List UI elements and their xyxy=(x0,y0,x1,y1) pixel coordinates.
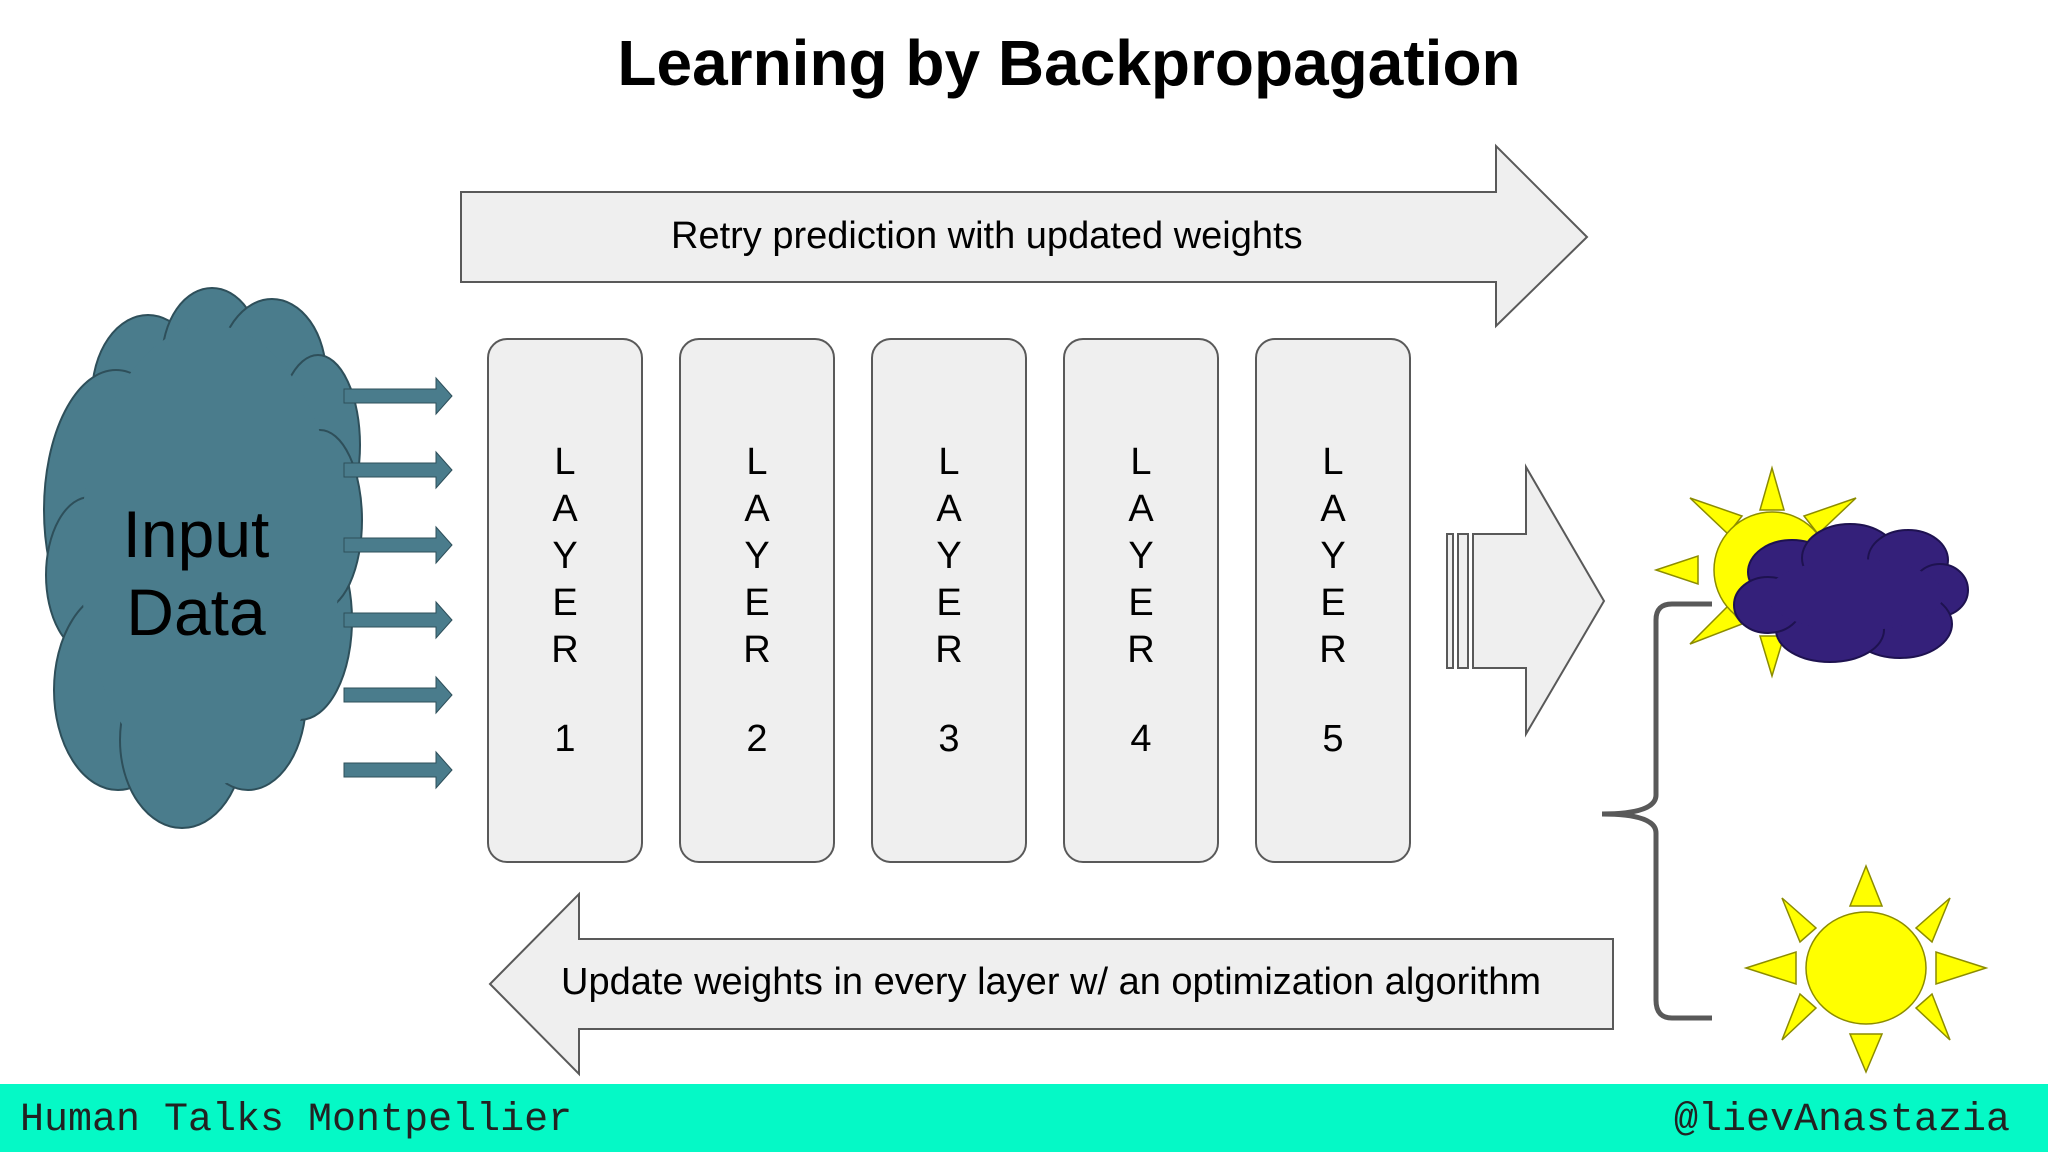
layer-letter: A xyxy=(1320,488,1346,530)
layer-letters: L A Y E R xyxy=(489,439,641,674)
layer-number: 2 xyxy=(746,718,768,760)
layer-letter: L xyxy=(1322,441,1344,483)
layer-letter: R xyxy=(743,629,771,671)
layer-letter: A xyxy=(744,488,770,530)
layer-letter: A xyxy=(1128,488,1154,530)
layer-letter: E xyxy=(552,582,578,624)
layer-box-3: L A Y E R 3 xyxy=(871,338,1027,863)
footer-event-name: Human Talks Montpellier xyxy=(20,1098,573,1143)
layer-letter: E xyxy=(1320,582,1346,624)
layer-number: 4 xyxy=(1130,718,1152,760)
layer-letter: R xyxy=(935,629,963,671)
curly-brace xyxy=(1601,601,1712,1021)
input-cloud xyxy=(43,287,363,829)
layer-letters: L A Y E R xyxy=(1257,439,1409,674)
forward-arrow-label: Retry prediction with updated weights xyxy=(671,215,1303,257)
footer-bar: Human Talks Montpellier @lievAnastazia xyxy=(0,1084,2048,1152)
layer-letter: Y xyxy=(552,535,578,577)
layer-letter: E xyxy=(744,582,770,624)
backward-arrow xyxy=(488,891,1614,1077)
layer-box-2: L A Y E R 2 xyxy=(679,338,835,863)
output-arrow xyxy=(1446,463,1606,738)
layer-letter: R xyxy=(551,629,579,671)
layer-letter: L xyxy=(938,441,960,483)
layer-letter: Y xyxy=(1320,535,1346,577)
layer-letters: L A Y E R xyxy=(681,439,833,674)
backward-arrow-label: Update weights in every layer w/ an opti… xyxy=(561,961,1542,1003)
layer-letter: L xyxy=(1130,441,1152,483)
layer-letter: Y xyxy=(936,535,962,577)
layer-number: 1 xyxy=(554,718,576,760)
layer-letter: L xyxy=(554,441,576,483)
forward-arrow xyxy=(460,143,1589,329)
layer-letter: A xyxy=(552,488,578,530)
layer-number: 5 xyxy=(1322,718,1344,760)
input-cloud-label-line1: Input xyxy=(122,497,270,571)
layer-letter: R xyxy=(1127,629,1155,671)
layer-box-4: L A Y E R 4 xyxy=(1063,338,1219,863)
layer-letter: Y xyxy=(1128,535,1154,577)
layer-letter: R xyxy=(1319,629,1347,671)
layer-letter: L xyxy=(746,441,768,483)
input-cloud-label-line2: Data xyxy=(126,575,266,649)
sun-icon xyxy=(1743,863,1989,1074)
page-title: Learning by Backpropagation xyxy=(617,27,1521,99)
layer-letter: Y xyxy=(744,535,770,577)
layer-number: 3 xyxy=(938,718,960,760)
sun-behind-cloud-icon xyxy=(1653,465,1969,679)
input-cloud-label: Input Data xyxy=(100,495,292,651)
layer-box-1: L A Y E R 1 xyxy=(487,338,643,863)
layer-letters: L A Y E R xyxy=(873,439,1025,674)
layer-letter: A xyxy=(936,488,962,530)
layer-letter: E xyxy=(1128,582,1154,624)
input-arrows xyxy=(343,376,453,790)
footer-author-handle: @lievAnastazia xyxy=(1673,1098,2010,1143)
layer-box-5: L A Y E R 5 xyxy=(1255,338,1411,863)
layer-letter: E xyxy=(936,582,962,624)
layer-letters: L A Y E R xyxy=(1065,439,1217,674)
